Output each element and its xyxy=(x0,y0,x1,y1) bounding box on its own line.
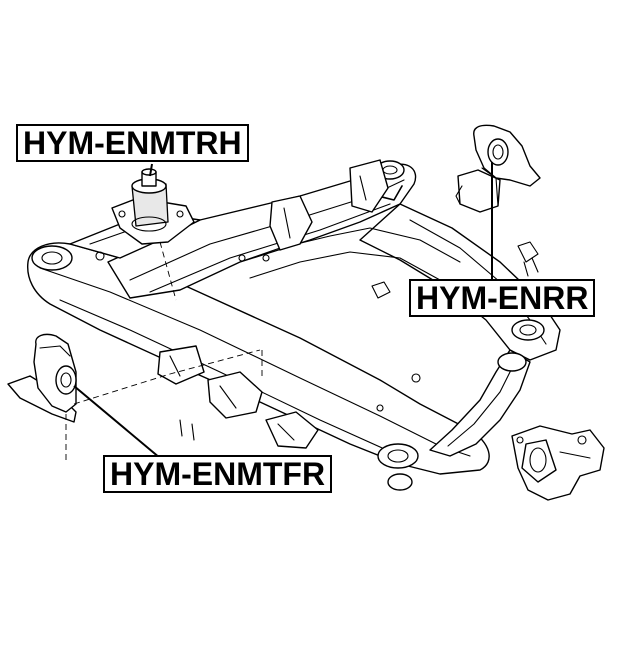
subframe-lower-right-rail xyxy=(429,349,531,457)
leader-lines xyxy=(73,162,493,459)
part-label-rear-mount: HYM-ENMTRH xyxy=(16,124,249,162)
front-mount-part xyxy=(7,333,77,423)
lower-right-bracket xyxy=(511,425,605,501)
assembly-dashed-lines xyxy=(65,241,263,460)
leader-rear-mount xyxy=(149,163,153,177)
subframe-bushing-front-left xyxy=(31,245,73,271)
rear-mount-part xyxy=(111,168,195,245)
leader-front-mount xyxy=(73,385,161,459)
right-mount-part xyxy=(455,124,541,213)
subframe xyxy=(27,159,561,491)
subframe-bushing-front-right xyxy=(377,443,419,469)
part-label-front-mount: HYM-ENMTFR xyxy=(103,455,333,493)
part-label-right-mount: HYM-ENRR xyxy=(409,279,596,317)
